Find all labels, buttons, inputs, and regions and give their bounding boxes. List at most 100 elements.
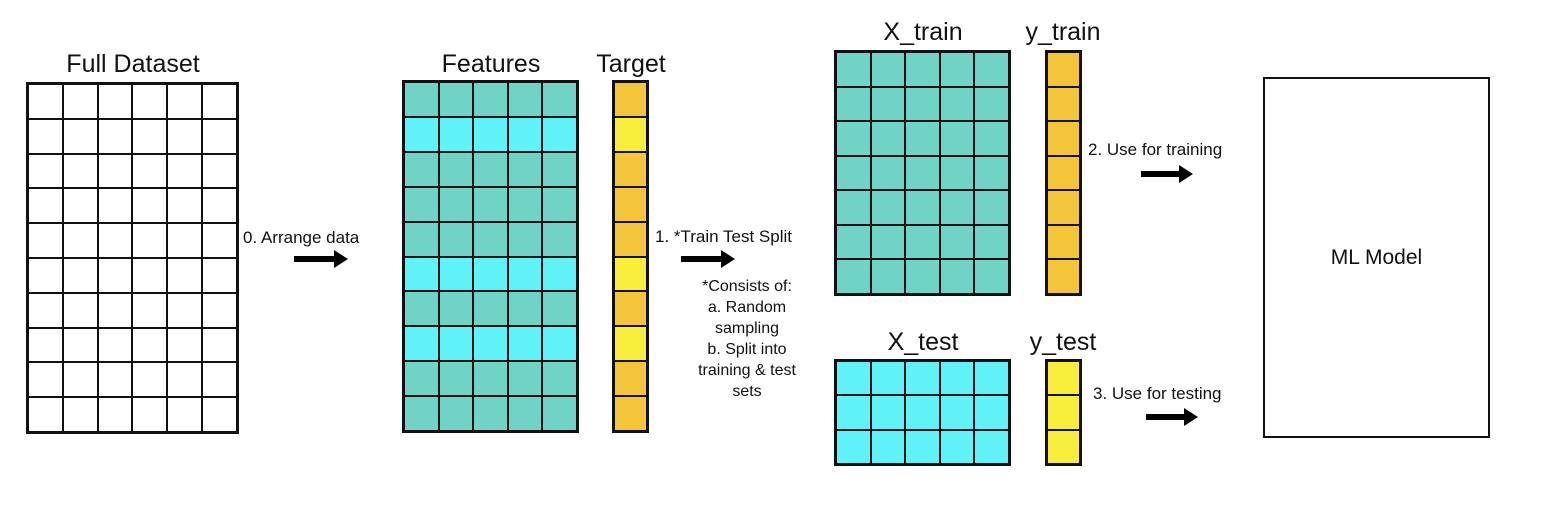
grid-cell — [438, 82, 474, 117]
grid-cell — [974, 86, 1009, 122]
grid-cell — [132, 188, 168, 224]
grid-cell — [132, 84, 168, 119]
grid-cell — [1047, 155, 1080, 191]
grid-cell — [614, 116, 647, 152]
grid-cell — [28, 327, 63, 363]
grid-cell — [404, 256, 439, 292]
grid-cell — [202, 257, 237, 293]
grid-cell — [132, 257, 168, 293]
grid-cell — [905, 121, 940, 156]
grid-cell — [132, 118, 168, 154]
grid-cell — [507, 361, 543, 397]
y-train-title: y_train — [1025, 18, 1101, 46]
grid-cell — [974, 190, 1009, 225]
grid-cell — [974, 259, 1009, 294]
grid-cell — [542, 396, 577, 431]
grid-cell — [905, 259, 940, 294]
grid-cell — [473, 396, 508, 431]
full-dataset-title: Full Dataset — [66, 50, 200, 78]
x-train-grid — [834, 50, 1011, 296]
grid-cell — [939, 86, 975, 122]
grid-cell — [202, 153, 237, 189]
target-title: Target — [596, 50, 666, 78]
grid-cell — [1047, 429, 1080, 464]
grid-cell — [542, 151, 577, 187]
grid-cell — [438, 116, 474, 152]
grid-cell — [1047, 259, 1080, 294]
grid-cell — [62, 188, 98, 224]
grid-cell — [870, 361, 906, 396]
x-train-title: X_train — [883, 18, 963, 46]
grid-cell — [836, 155, 871, 191]
grid-cell — [404, 361, 439, 397]
grid-cell — [473, 151, 508, 187]
grid-cell — [404, 82, 439, 117]
consists-of-note: *Consists of: a. Random sampling b. Spli… — [698, 276, 796, 402]
grid-cell — [202, 327, 237, 363]
grid-cell — [507, 396, 543, 431]
grid-cell — [28, 188, 63, 224]
grid-cell — [202, 362, 237, 398]
grid-cell — [97, 362, 133, 398]
use-for-training-label: 2. Use for training — [1088, 140, 1223, 159]
grid-cell — [1047, 121, 1080, 156]
grid-cell — [28, 223, 63, 258]
grid-cell — [836, 395, 871, 430]
grid-cell — [614, 361, 647, 397]
ml-model-box: ML Model — [1263, 77, 1490, 438]
y-test-grid — [1045, 359, 1082, 466]
y-train-grid — [1045, 50, 1082, 296]
grid-cell — [97, 84, 133, 119]
grid-cell — [473, 82, 508, 117]
testing-arrow — [1146, 408, 1198, 426]
grid-cell — [62, 84, 98, 119]
grid-cell — [28, 397, 63, 432]
grid-cell — [974, 429, 1009, 464]
note-line: a. Random — [707, 299, 787, 316]
note-line: sets — [732, 383, 762, 400]
grid-cell — [1047, 361, 1080, 396]
grid-cell — [62, 292, 98, 328]
grid-cell — [167, 153, 203, 189]
grid-cell — [438, 361, 474, 397]
grid-cell — [473, 256, 508, 292]
grid-cell — [1047, 52, 1080, 87]
grid-cell — [473, 221, 508, 257]
grid-cell — [870, 429, 906, 464]
grid-cell — [507, 256, 543, 292]
grid-cell — [614, 256, 647, 292]
grid-cell — [473, 116, 508, 152]
grid-cell — [974, 121, 1009, 156]
grid-cell — [836, 52, 871, 87]
grid-cell — [1047, 190, 1080, 225]
grid-cell — [836, 121, 871, 156]
grid-cell — [404, 186, 439, 222]
grid-cell — [404, 326, 439, 362]
grid-cell — [28, 118, 63, 154]
grid-cell — [870, 155, 906, 191]
grid-cell — [870, 259, 906, 294]
grid-cell — [836, 361, 871, 396]
grid-cell — [28, 362, 63, 398]
grid-cell — [167, 327, 203, 363]
grid-cell — [1047, 224, 1080, 260]
y-test-title: y_test — [1029, 328, 1097, 356]
grid-cell — [473, 186, 508, 222]
grid-cell — [404, 116, 439, 152]
grid-cell — [438, 396, 474, 431]
grid-cell — [614, 326, 647, 362]
target-grid — [612, 80, 649, 433]
grid-cell — [132, 362, 168, 398]
grid-cell — [614, 151, 647, 187]
grid-cell — [542, 361, 577, 397]
grid-cell — [473, 291, 508, 327]
grid-cell — [97, 223, 133, 258]
grid-cell — [62, 327, 98, 363]
grid-cell — [202, 188, 237, 224]
grid-cell — [507, 221, 543, 257]
grid-cell — [167, 118, 203, 154]
grid-cell — [404, 396, 439, 431]
grid-cell — [905, 361, 940, 396]
grid-cell — [132, 397, 168, 432]
grid-cell — [974, 395, 1009, 430]
